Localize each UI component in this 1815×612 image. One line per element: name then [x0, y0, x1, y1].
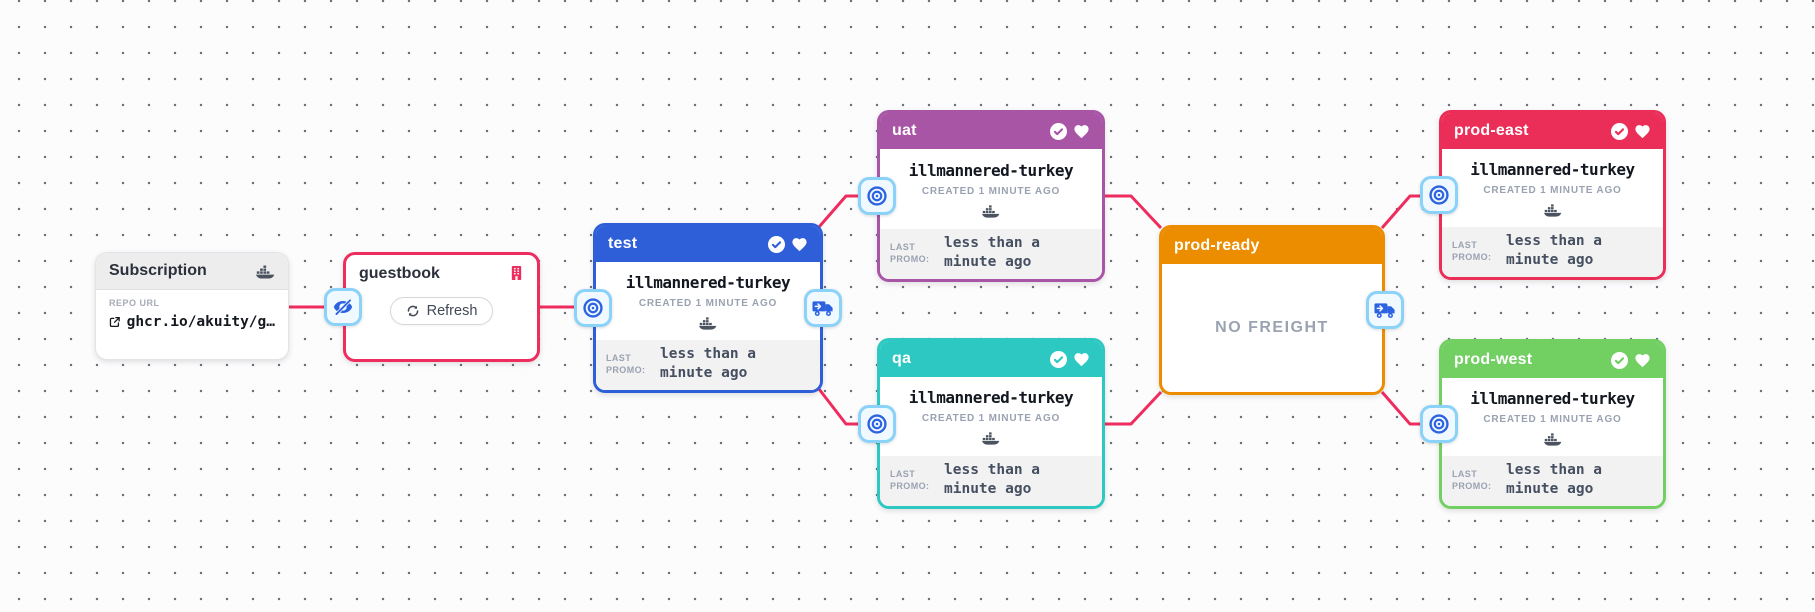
- stage-body: illmannered-turkey CREATED 1 MINUTE AGO: [1442, 378, 1663, 456]
- target-icon: [583, 298, 603, 318]
- no-freight-label: NO FREIGHT: [1215, 319, 1329, 336]
- stage-footer: LAST PROMO: less than a minute ago: [596, 340, 820, 390]
- warehouse-node-guestbook[interactable]: guestbook Refresh: [343, 252, 540, 362]
- docker-icon: [1543, 432, 1561, 446]
- favorite-heart-icon: [1635, 124, 1650, 138]
- favorite-heart-icon: [1635, 353, 1650, 367]
- docker-icon: [1543, 203, 1561, 217]
- stage-header: prod-ready: [1162, 228, 1382, 264]
- stage-footer: LAST PROMO: less than a minute ago: [880, 456, 1102, 506]
- repo-url-label: REPO URL: [109, 298, 160, 308]
- favorite-heart-icon: [1074, 352, 1089, 366]
- last-promo-label: LAST PROMO:: [890, 469, 930, 492]
- target-icon: [867, 414, 887, 434]
- stage-body: illmannered-turkey CREATED 1 MINUTE AGO: [596, 262, 820, 340]
- stage-body: illmannered-turkey CREATED 1 MINUTE AGO: [1442, 149, 1663, 227]
- freight-created-label: CREATED 1 MINUTE AGO: [1483, 413, 1622, 425]
- target-icon: [1429, 185, 1449, 205]
- last-promo-label: LAST PROMO:: [1452, 469, 1492, 492]
- stage-test-target-port[interactable]: [574, 289, 612, 327]
- verified-check-icon: [768, 235, 785, 253]
- target-icon: [1429, 414, 1449, 434]
- stage-header: prod-east: [1442, 113, 1663, 149]
- stage-body: illmannered-turkey CREATED 1 MINUTE AGO: [880, 149, 1102, 229]
- stage-name: test: [608, 235, 638, 252]
- stage-name: qa: [892, 350, 912, 367]
- freight-name[interactable]: illmannered-turkey: [1470, 159, 1635, 179]
- eye-invisible-icon: [333, 298, 353, 317]
- truck-arrow-right-icon: [811, 300, 833, 316]
- stage-prod-ready-promote-port[interactable]: [1366, 291, 1404, 329]
- stage-name: prod-ready: [1174, 237, 1260, 254]
- last-promo-label: LAST PROMO:: [890, 242, 930, 265]
- stage-prod-west-target-port[interactable]: [1420, 405, 1458, 443]
- refresh-icon: [407, 305, 418, 317]
- verified-check-icon: [1050, 122, 1067, 140]
- subscription-hidden-port[interactable]: [324, 288, 362, 326]
- stage-name: prod-east: [1454, 122, 1529, 139]
- subscription-body: REPO URL ghcr.io/akuity/g…: [96, 290, 288, 330]
- last-promo-value: less than a minute ago: [1506, 233, 1603, 269]
- freight-name[interactable]: illmannered-turkey: [1470, 388, 1635, 408]
- stage-test-promote-port[interactable]: [804, 289, 842, 327]
- verified-check-icon: [1611, 122, 1628, 140]
- last-promo-value: less than a minute ago: [1506, 462, 1603, 498]
- truck-arrow-right-icon: [1373, 302, 1395, 318]
- docker-icon: [982, 204, 1000, 218]
- external-link-icon: [109, 317, 120, 327]
- subscription-header: Subscription: [96, 253, 288, 290]
- stage-prod-east-target-port[interactable]: [1420, 176, 1458, 214]
- stage-uat-target-port[interactable]: [858, 177, 896, 215]
- refresh-button[interactable]: Refresh: [389, 297, 494, 325]
- stage-node-uat[interactable]: uat illmannered-turkey CREATED 1 MINUTE …: [877, 110, 1105, 282]
- verified-check-icon: [1050, 350, 1067, 368]
- last-promo-value: less than a minute ago: [944, 235, 1041, 271]
- docker-icon: [982, 432, 1000, 445]
- last-promo-label: LAST PROMO:: [606, 353, 646, 376]
- last-promo-label: LAST PROMO:: [1452, 240, 1492, 263]
- stage-node-prod-east[interactable]: prod-east illmannered-turkey CREATED 1 M…: [1439, 110, 1666, 280]
- docker-icon: [256, 265, 275, 279]
- warehouse-title: guestbook: [359, 265, 440, 282]
- stage-node-qa[interactable]: qa illmannered-turkey CREATED 1 MINUTE A…: [877, 338, 1105, 509]
- subscription-node[interactable]: Subscription REPO URL ghcr.io/akuity/g…: [95, 252, 289, 360]
- repo-url-link[interactable]: ghcr.io/akuity/g…: [109, 314, 275, 330]
- favorite-heart-icon: [1074, 124, 1089, 138]
- freight-created-label: CREATED 1 MINUTE AGO: [1483, 184, 1622, 196]
- stage-footer: LAST PROMO: less than a minute ago: [1442, 456, 1663, 506]
- freight-created-label: CREATED 1 MINUTE AGO: [921, 413, 1061, 425]
- target-icon: [867, 186, 887, 206]
- verified-check-icon: [1611, 351, 1628, 369]
- freight-name[interactable]: illmannered-turkey: [625, 272, 791, 292]
- stage-header: prod-west: [1442, 342, 1663, 378]
- stage-name: prod-west: [1454, 351, 1533, 368]
- stage-node-prod-west[interactable]: prod-west illmannered-turkey CREATED 1 M…: [1439, 339, 1666, 509]
- stage-header: qa: [880, 341, 1102, 377]
- repo-url-text: ghcr.io/akuity/g…: [126, 314, 275, 330]
- stage-name: uat: [892, 122, 917, 139]
- subscription-title: Subscription: [109, 262, 207, 279]
- freight-created-label: CREATED 1 MINUTE AGO: [921, 185, 1061, 197]
- stage-node-test[interactable]: test illmannered-turkey CREATED 1 MINUTE…: [593, 223, 823, 393]
- freight-name[interactable]: illmannered-turkey: [908, 160, 1074, 180]
- stage-footer: LAST PROMO: less than a minute ago: [880, 229, 1102, 279]
- stage-header: uat: [880, 113, 1102, 149]
- last-promo-value: less than a minute ago: [660, 346, 757, 382]
- freight-name[interactable]: illmannered-turkey: [908, 388, 1074, 408]
- last-promo-value: less than a minute ago: [944, 462, 1041, 498]
- stage-qa-target-port[interactable]: [858, 405, 896, 443]
- stage-footer: LAST PROMO: less than a minute ago: [1442, 227, 1663, 277]
- docker-icon: [699, 316, 717, 330]
- refresh-button-label: Refresh: [426, 303, 478, 319]
- stage-body: illmannered-turkey CREATED 1 MINUTE AGO: [880, 377, 1102, 456]
- favorite-heart-icon: [792, 237, 807, 251]
- stage-header: test: [596, 226, 820, 262]
- freight-created-label: CREATED 1 MINUTE AGO: [638, 297, 778, 309]
- stage-node-prod-ready[interactable]: prod-ready NO FREIGHT: [1159, 225, 1385, 395]
- warehouse-building-icon: [511, 265, 522, 281]
